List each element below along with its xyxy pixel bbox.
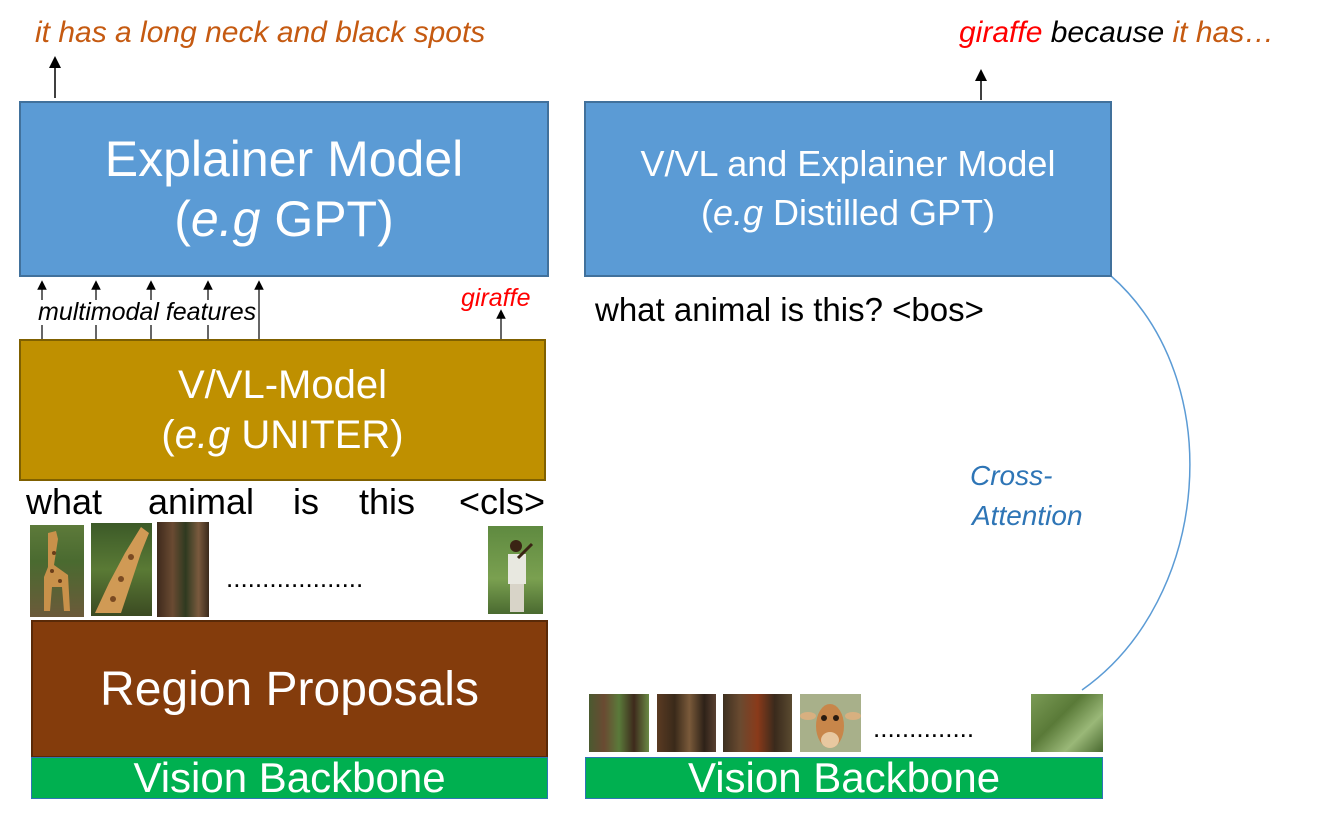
giraffe-shape xyxy=(95,527,149,613)
token-cls: <cls> xyxy=(459,481,546,522)
token-this: this xyxy=(359,481,416,522)
cross-attention-label-1: Cross- xyxy=(970,460,1053,491)
explainer-model-title: Explainer Model xyxy=(104,131,464,187)
giraffe-prediction-label: giraffe xyxy=(461,284,531,312)
giraffe-shape xyxy=(44,531,70,611)
cross-attention-label-2: Attention xyxy=(972,500,1083,531)
paren-open: ( xyxy=(161,413,175,457)
vision-backbone-left: Vision Backbone xyxy=(31,757,548,799)
vvl-explainer-model-example: (e.g Distilled GPT) xyxy=(701,189,995,238)
explainer-model-box: Explainer Model (e.g GPT) xyxy=(19,101,549,277)
cross-attention-curve xyxy=(1081,274,1191,691)
region-thumbnail-trees xyxy=(157,522,209,617)
answer-output-text: giraffe because it has… xyxy=(959,18,1274,48)
region-proposals-box: Region Proposals xyxy=(31,620,548,758)
patch-thumbnail-giraffe xyxy=(800,694,861,752)
patch-thumbnail-1 xyxy=(589,694,649,752)
example-name: GPT) xyxy=(260,191,394,247)
example-name: Distilled GPT) xyxy=(763,192,996,233)
eg-italic: e.g xyxy=(712,192,763,233)
multimodal-features-label: multimodal features xyxy=(38,298,257,326)
patch-thumbnail-2 xyxy=(657,694,716,752)
explainer-model-example: (e.g GPT) xyxy=(174,189,394,249)
paren-open: ( xyxy=(700,192,713,233)
vvl-model-example: (e.g UNITER) xyxy=(161,410,403,460)
token-is: is xyxy=(293,481,319,522)
region-thumbnail-giraffe-1 xyxy=(30,525,84,617)
answer-explanation: it has… xyxy=(1172,16,1275,49)
left-ellipsis-dots: ................... xyxy=(226,563,364,593)
patch-thumbnail-leaves xyxy=(1031,694,1103,752)
right-ellipsis-dots: .............. xyxy=(873,713,975,743)
answer-because: because xyxy=(1042,16,1173,49)
answer-giraffe: giraffe xyxy=(959,16,1043,49)
region-thumbnail-person xyxy=(488,526,543,614)
vvl-model-title: V/VL-Model xyxy=(178,363,387,407)
vvl-model-box: V/VL-Model (e.g UNITER) xyxy=(19,339,546,481)
token-animal: animal xyxy=(148,481,255,522)
vision-backbone-right: Vision Backbone xyxy=(585,757,1103,799)
vvl-explainer-model-title: V/VL and Explainer Model xyxy=(640,143,1056,185)
patch-thumbnail-3 xyxy=(723,694,792,752)
region-thumbnail-giraffe-2 xyxy=(91,523,152,616)
paren-open: ( xyxy=(174,191,191,247)
vvl-explainer-model-box: V/VL and Explainer Model (e.g Distilled … xyxy=(584,101,1112,277)
explanation-output-text: it has a long neck and black spots xyxy=(35,16,486,49)
eg-italic: e.g xyxy=(174,413,231,457)
region-proposals-label: Region Proposals xyxy=(100,662,479,716)
token-what: what xyxy=(26,481,103,522)
vision-backbone-left-label: Vision Backbone xyxy=(133,757,446,799)
example-name: UNITER) xyxy=(230,413,404,457)
eg-italic: e.g xyxy=(190,191,261,247)
giraffe-head-shape xyxy=(800,704,861,748)
vision-backbone-right-label: Vision Backbone xyxy=(687,757,1001,799)
question-text: what animal is this? <bos> xyxy=(595,291,984,328)
person-shape xyxy=(508,540,534,612)
